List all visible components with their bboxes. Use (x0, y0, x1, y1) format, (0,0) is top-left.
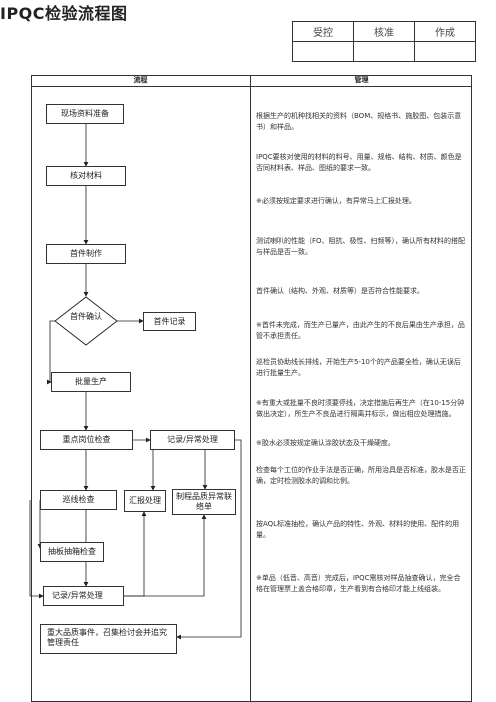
note-item: 测试喇叭的性能（FO、阻抗、极性、扫频等），确认所有材料的搭配与样品是否一致。 (256, 237, 466, 256)
management-column-header: 管理 (354, 76, 369, 84)
flow-step-verify-materials: 核对材料 (46, 166, 126, 186)
signoff-cell-prepared[interactable] (414, 41, 476, 62)
header-divider (31, 86, 472, 87)
flow-step-record-exception-2: 记录/异常处理 (43, 586, 124, 606)
flow-step-prep: 现场资料准备 (46, 104, 124, 124)
note-item: 巡检员协助线长排线，开始生产5-10个的产品要全检，确认无误后进行批量生产。 (256, 358, 461, 377)
flow-step-major-quality-event: 重大品质事件，召集检讨会并追究管理责任 (40, 624, 177, 654)
flow-step-board-sampling: 抽板抽箱检查 (40, 542, 104, 562)
note-item: IPQC要核对使用的材料的料号、用量、规格、结构、材质、颜色是否同材料表、样品、… (256, 153, 462, 172)
flow-step-first-piece-make: 首件制作 (46, 244, 126, 264)
note-item: 按AQL标准抽检，确认产品的特性、外观、材料的使用、配件的用量。 (256, 520, 460, 539)
flow-column-header: 流程 (133, 76, 148, 84)
note-item: ※有重大或批量不良时须要停线，决定措施后再生产（在10-15分钟做出决定），所生… (256, 399, 465, 418)
flow-decision-first-piece-check (54, 296, 118, 346)
page-title: IPQC检验流程图 (0, 4, 128, 23)
flow-step-first-piece-record: 首件记录 (143, 312, 196, 331)
flow-step-patrol-check: 巡线检查 (40, 490, 117, 510)
decision-label: 首件确认 (70, 312, 102, 321)
flow-step-record-exception-1: 记录/异常处理 (150, 430, 235, 450)
flow-step-mass-production: 批量生产 (51, 372, 131, 392)
note-item: ※必须按规定要求进行确认，有异常马上汇报处理。 (256, 197, 416, 205)
note-item: 首件确认（结构、外观、材质等）是否符合性能要求。 (256, 287, 424, 295)
flow-step-report-handling: 汇报处理 (124, 490, 166, 512)
flow-step-key-station-check: 重点岗位检查 (40, 430, 133, 450)
note-item: ※胶水必须按规定确认涂胶状态及干燥硬度。 (256, 439, 395, 447)
note-item: ※单品（低音、高音）完成后，IPQC需核对样品抽查确认，完全合格在管理票上盖合格… (256, 574, 461, 593)
column-divider (250, 75, 251, 702)
flow-step-quality-exception-form: 制程品质异常联络单 (172, 489, 236, 515)
note-item: 根据生产的机种找相关的资料（BOM、规格书、施胶图、包装示意书）和样品。 (256, 112, 462, 131)
note-item: ※首件未完成，而生产已量产，由此产生的不良后果由生产承担，品管不承担责任。 (256, 321, 465, 340)
note-item: 检查每个工位的作业手法是否正确，所用治具是否标准，胶水是否正确，定时检测胶水的调… (256, 466, 466, 485)
signoff-table: 受控 核准 作成 (292, 21, 476, 62)
